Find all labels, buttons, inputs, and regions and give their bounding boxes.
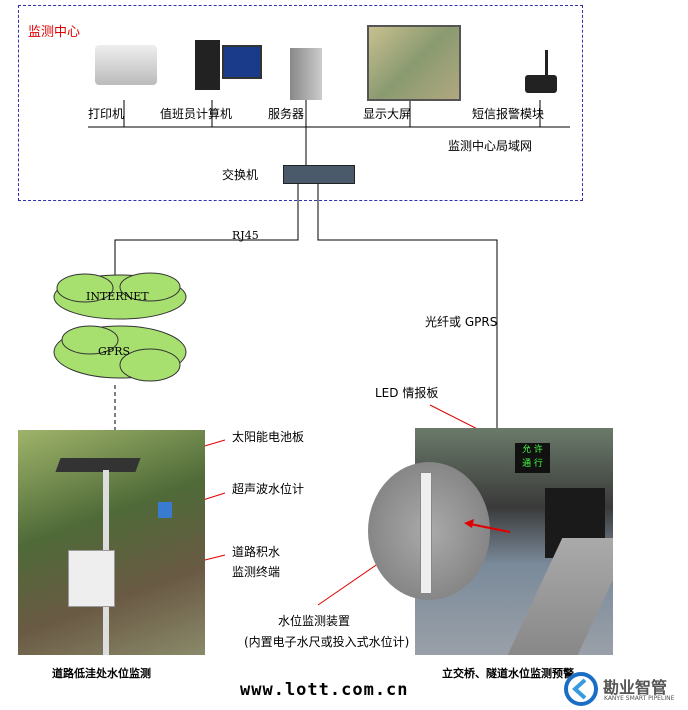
water-level-gauge — [420, 472, 432, 594]
display-wall-icon — [367, 25, 461, 101]
device-closeup — [368, 462, 490, 600]
device-label-main: 水位监测装置 — [278, 614, 351, 628]
logo-text-en: KANYE SMART PIPELINE — [604, 695, 675, 702]
rj45-label: RJ45 — [232, 229, 259, 242]
ultrasonic-sensor — [158, 502, 172, 518]
computer-tower-icon — [195, 40, 220, 90]
kanye-logo-icon — [563, 672, 599, 706]
monitoring-center-title: 监测中心 — [28, 25, 81, 40]
monitoring-center-boundary — [18, 5, 583, 201]
fiber-label: 光纤或 GPRS — [425, 315, 498, 329]
ultrasonic-label: 超声波水位计 — [232, 482, 305, 496]
lan-label: 监测中心局域网 — [448, 139, 533, 153]
right-caption: 立交桥、隧道水位监测预警 — [442, 667, 574, 680]
led-label: LED 情报板 — [375, 386, 439, 400]
led-sign-line1: 允 许 — [522, 445, 543, 455]
logo-text-cn: 勘业智管 — [603, 678, 668, 697]
device-label: 短信报警模块 — [472, 107, 545, 121]
rj45-line — [114, 182, 299, 275]
device-label: 值班员计算机 — [160, 107, 233, 121]
device-label: 打印机 — [88, 107, 125, 121]
gprs-label: GPRS — [98, 345, 131, 358]
server-icon — [290, 48, 322, 100]
terminal-label-2: 监测终端 — [232, 565, 281, 579]
solar-label: 太阳能电池板 — [232, 430, 305, 444]
switch-label: 交换机 — [222, 168, 259, 182]
switch-icon — [283, 165, 355, 184]
device-label-note: (内置电子水尺或投入式水位计) — [244, 635, 410, 649]
fiber-line — [317, 182, 498, 430]
monitor-icon — [222, 45, 262, 79]
sms-module-icon — [525, 75, 557, 93]
device-label: 显示大屏 — [363, 107, 412, 121]
led-sign-line2: 通 行 — [522, 459, 543, 469]
solar-panel — [55, 458, 141, 472]
website-url: www.lott.com.cn — [240, 680, 409, 700]
device-label: 服务器 — [268, 107, 305, 121]
left-caption: 道路低洼处水位监测 — [52, 667, 151, 680]
printer-icon — [95, 45, 157, 85]
internet-label: INTERNET — [86, 290, 149, 303]
roadside-monitor-photo — [18, 430, 205, 655]
terminal-label-1: 道路积水 — [232, 545, 281, 559]
terminal-box — [68, 550, 115, 607]
cloud-gprs — [53, 325, 187, 382]
cloud-internet — [53, 272, 187, 320]
